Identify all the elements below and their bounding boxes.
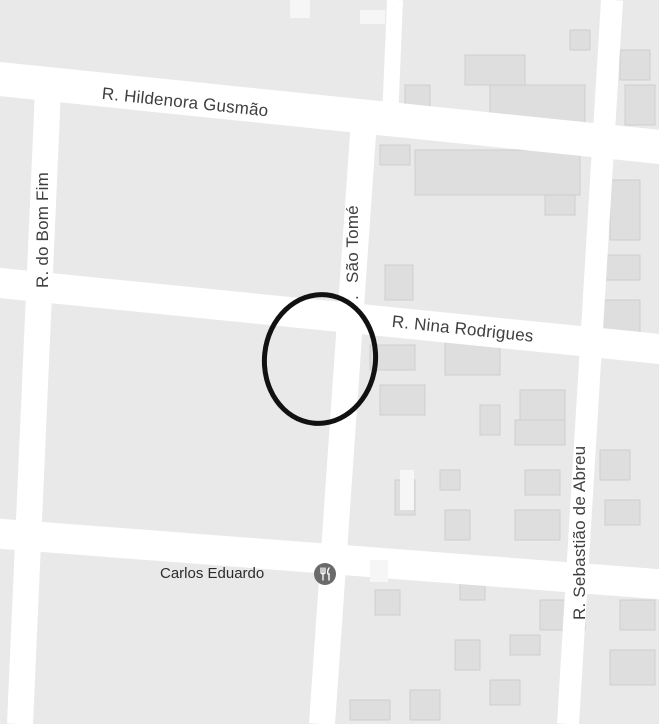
street-label-bom-fim: R. do Bom Fim [33, 172, 52, 288]
street-label-sebastiao: R. Sebastião de Abreu [570, 445, 589, 620]
poi-label[interactable]: Carlos Eduardo [160, 565, 265, 582]
restaurant-icon[interactable] [314, 563, 336, 585]
street-label-sao-tome: São Tomé [343, 205, 362, 283]
map-artifacts [290, 0, 414, 582]
